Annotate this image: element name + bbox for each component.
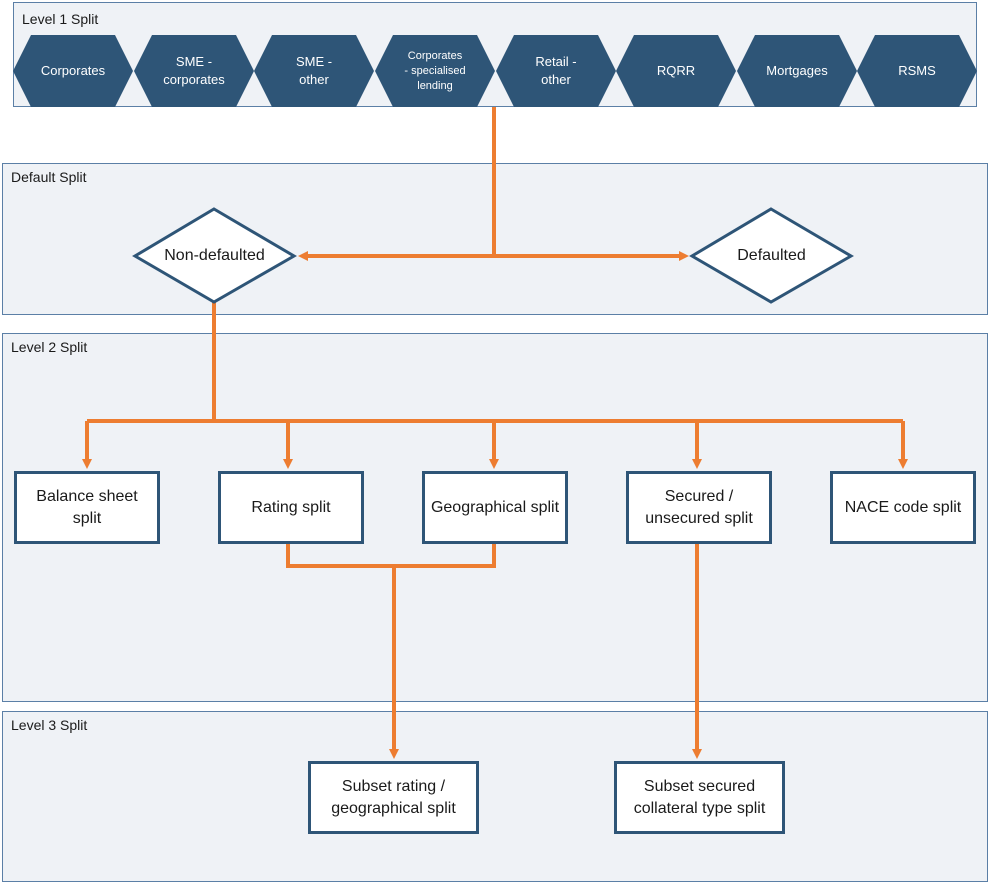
balance-sheet-split-box: Balance sheet split — [14, 471, 160, 544]
subset-rating-geographical-box: Subset rating / geographical split — [308, 761, 479, 834]
rating-split-box: Rating split — [218, 471, 364, 544]
level3-panel: Level 3 Split — [2, 711, 988, 882]
non-defaulted-label: Non-defaulted — [164, 247, 265, 264]
nace-code-split-box: NACE code split — [830, 471, 976, 544]
hex-corporates-specialised-lending: Corporates - specialised lending — [375, 35, 495, 107]
hex-rsms: RSMS — [857, 35, 977, 107]
hex-mortgages: Mortgages — [737, 35, 857, 107]
level1-title: Level 1 Split — [22, 11, 99, 27]
defaulted-diamond — [689, 207, 854, 304]
hex-sme-corporates: SME - corporates — [134, 35, 254, 107]
non-defaulted-diamond — [132, 207, 297, 304]
hex-corporates: Corporates — [13, 35, 133, 107]
secured-unsecured-split-box: Secured / unsecured split — [626, 471, 772, 544]
subset-secured-collateral-box: Subset secured collateral type split — [614, 761, 785, 834]
geographical-split-box: Geographical split — [422, 471, 568, 544]
hex-rqrr: RQRR — [616, 35, 736, 107]
hex-retail-other: Retail - other — [496, 35, 616, 107]
hex-sme-other: SME - other — [254, 35, 374, 107]
level3-title: Level 3 Split — [11, 717, 88, 733]
connector-rating-geo-join — [286, 544, 496, 568]
level2-title: Level 2 Split — [11, 339, 88, 355]
defaulted-label: Defaulted — [737, 247, 806, 264]
default-split-title: Default Split — [11, 169, 87, 185]
